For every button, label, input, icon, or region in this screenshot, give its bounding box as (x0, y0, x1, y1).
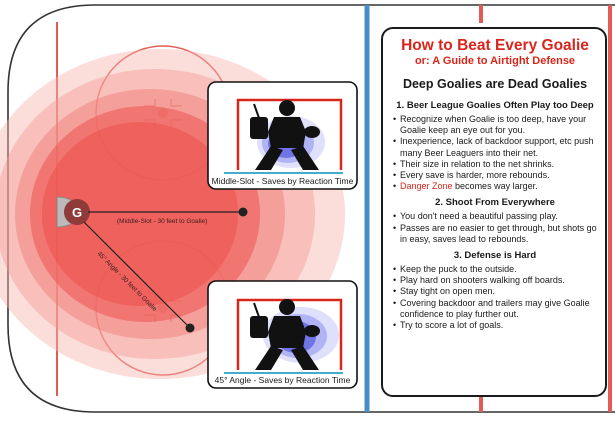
panel-heading: Deep Goalies are Dead Goalies (402, 77, 588, 91)
section-1-bullet: Inexperience, lack of backdoor support, … (393, 136, 597, 158)
section-2-bullet: You don't need a beautiful passing play. (393, 211, 597, 222)
section-3-title: 3. Defense is Hard (453, 250, 537, 262)
section-1-bullet: Every save is harder, more rebounds. (393, 170, 597, 181)
section-3-bullet: Stay tight on open men. (393, 286, 597, 297)
watermark: inthisyourhomework?.com (80, 400, 156, 407)
section-2-list: You don't need a beautiful passing play.… (393, 211, 597, 245)
middle-slot-inset (207, 81, 358, 190)
panel-subtitle: or: A Guide to Airtight Defense (414, 55, 576, 67)
tips-panel: How to Beat Every Goalie or: A Guide to … (381, 27, 607, 397)
section-1-bullet: Their size in relation to the net shrink… (393, 159, 597, 170)
goalie-silhouette-1 (250, 100, 320, 170)
section-3-bullet: Covering backdoor and trailers may give … (393, 298, 597, 320)
angle-shot-point (185, 323, 195, 333)
middle-slot-shot-point (238, 207, 248, 217)
section-3-bullet: Keep the puck to the outside. (393, 264, 597, 275)
middle-slot-label: (Middle-Slot - 30 feet to Goalie) (117, 218, 207, 225)
section-1-bullet: Danger Zone becomes way larger. (393, 181, 597, 192)
angle-line (83, 221, 191, 329)
goalie-marker (64, 199, 90, 225)
zone-tick-top (479, 5, 483, 23)
zone-tick-bottom (479, 396, 483, 412)
section-1-list: Recognize when Goalie is too deep, have … (393, 114, 597, 193)
danger-zone-term: Danger Zone (400, 181, 453, 192)
section-2-title: 2. Shoot From Everywhere (435, 197, 555, 209)
section-1-bullet: Recognize when Goalie is too deep, have … (393, 114, 597, 136)
angle-inset-caption: 45° Angle - Saves by Reaction Time (214, 375, 351, 385)
section-1-title: 1. Beer League Goalies Often Play too De… (396, 100, 594, 111)
goalie-marker-letter: G (72, 205, 82, 220)
goalie-silhouette-2 (250, 299, 320, 370)
angle-inset (207, 280, 358, 389)
danger-zone-rest: becomes way larger. (452, 181, 538, 192)
section-3-list: Keep the puck to the outside. Play hard … (393, 264, 597, 331)
section-3-bullet: Play hard on shooters walking off boards… (393, 275, 597, 286)
section-2-bullet: Passes are no easier to get through, but… (393, 223, 597, 245)
section-3-bullet: Try to score a lot of goals. (393, 320, 597, 331)
middle-slot-inset-caption: Middle-Slot - Saves by Reaction Time (211, 176, 354, 186)
panel-title: How to Beat Every Goalie (401, 37, 589, 54)
rink-boards (7, 4, 615, 413)
